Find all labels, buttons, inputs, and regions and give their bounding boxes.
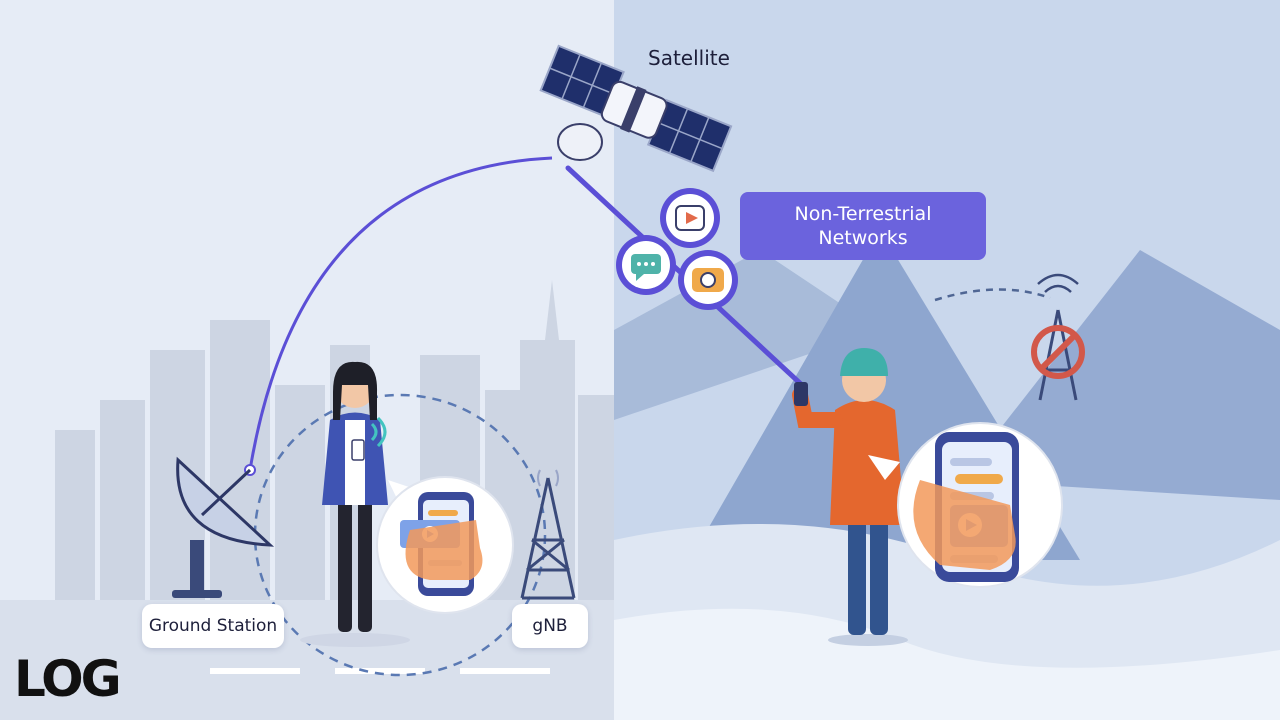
woman-phone-zoom xyxy=(376,476,514,614)
hiker-phone-zoom xyxy=(868,422,1063,588)
city-road xyxy=(0,600,614,720)
camera-icon xyxy=(678,250,738,310)
snow-foreground xyxy=(614,608,1280,720)
hiker-figure xyxy=(792,348,908,646)
satellite-label: Satellite xyxy=(648,46,730,70)
terrestrial-link-dashed xyxy=(934,288,1051,302)
blocked-tower-icon xyxy=(1031,273,1085,401)
ntn-label-line2: Networks xyxy=(818,227,908,249)
road-markings xyxy=(210,668,550,674)
satellite-icon xyxy=(539,44,733,173)
log-logo: LOG xyxy=(14,650,122,708)
chat-icon xyxy=(616,235,676,295)
ntn-label-line1: Non-Terrestrial xyxy=(794,203,932,225)
gnb-signal-icon xyxy=(537,469,559,487)
non-terrestrial-networks-label: Non-Terrestrial Networks xyxy=(740,192,986,260)
ground-station-label: Ground Station xyxy=(142,604,284,648)
mountain-right xyxy=(960,250,1280,500)
wifi-signal-icon xyxy=(370,416,387,448)
cell-tower-icon xyxy=(520,477,576,600)
gnb-label: gNB xyxy=(512,604,588,648)
play-icon xyxy=(660,188,720,248)
dish-antenna-icon xyxy=(172,456,275,598)
gnb-coverage-circle xyxy=(253,393,547,677)
woman-figure xyxy=(300,361,410,647)
feeder-link-line xyxy=(248,156,553,471)
